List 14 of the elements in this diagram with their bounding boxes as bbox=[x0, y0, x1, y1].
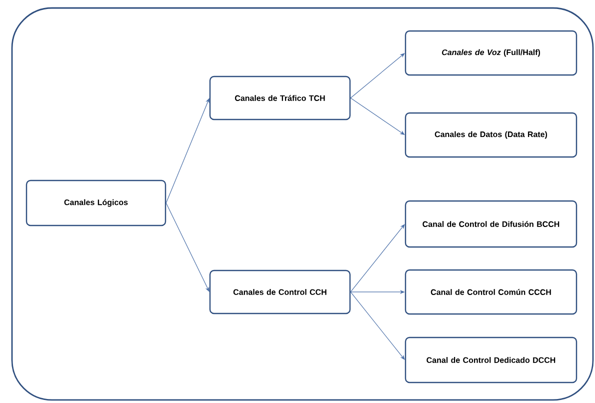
arrow bbox=[166, 202, 210, 292]
text-box: Canales de Control CCH bbox=[209, 270, 351, 314]
text-box: Canal de Control de Difusión BCCH bbox=[404, 200, 578, 248]
text-box: Canales de Datos (Data Rate) bbox=[404, 112, 578, 158]
arrow bbox=[350, 292, 405, 360]
text-box: Canales de Tráfico TCH bbox=[209, 76, 351, 120]
text-box: Canal de Control Dedicado DCCH bbox=[404, 336, 578, 384]
text-box: Canales Lógicos bbox=[26, 180, 166, 226]
text-box: Canal de Control Común CCCH bbox=[404, 269, 578, 315]
text-box: Canales de Voz (Full/Half) bbox=[404, 30, 578, 76]
arrow bbox=[166, 98, 210, 204]
arrow bbox=[350, 224, 405, 292]
arrow bbox=[350, 53, 405, 98]
arrow bbox=[350, 98, 405, 135]
